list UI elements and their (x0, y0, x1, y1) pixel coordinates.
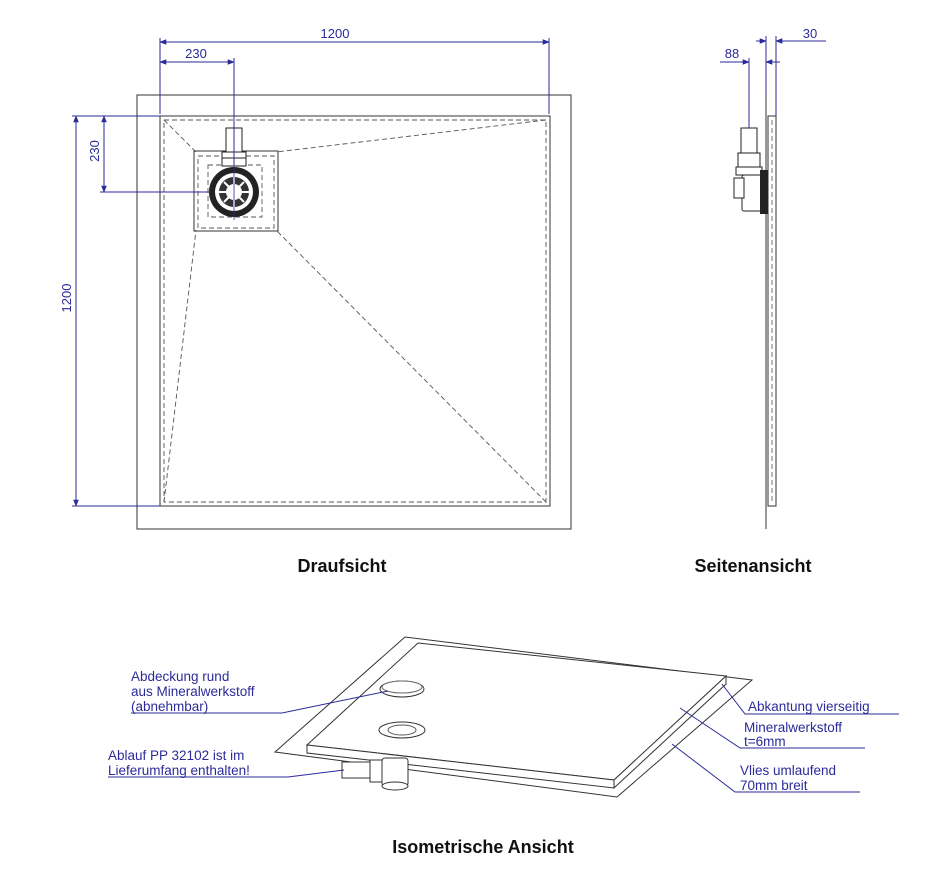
width-dimension: 1200 (321, 26, 350, 41)
drain-note-line2: Lieferumfang enthalten! (108, 763, 250, 778)
top-view (136, 94, 572, 530)
slope-line (163, 119, 197, 153)
cover-note-line1: Abdeckung rund (131, 669, 229, 684)
side-view-dimensions: 88 30 (720, 26, 826, 116)
side-thickness-dimension: 30 (803, 26, 817, 41)
fleece-note-line1: Vlies umlaufend (740, 763, 836, 778)
fleece-leader (671, 743, 860, 793)
iso-view-title: Isometrische Ansicht (392, 837, 573, 857)
drain-x-dimension: 230 (185, 46, 207, 61)
side-drain-flange (760, 170, 768, 214)
side-drain-pipe (740, 127, 758, 157)
top-view-title: Draufsicht (297, 556, 386, 576)
material-leader (679, 707, 865, 749)
cover-leader (131, 690, 389, 714)
slope-line (163, 229, 197, 503)
cover-note-line2: aus Mineralwerkstoff (131, 684, 255, 699)
slope-line (275, 119, 547, 153)
material-note-line1: Mineralwerkstoff (744, 720, 842, 735)
annotations: Abdeckung rund aus Mineralwerkstoff (abn… (108, 669, 870, 793)
iso-tray-side-edge (613, 674, 727, 790)
tray-profile (767, 115, 777, 507)
top-view-dimensions: 1200 230 1200 230 (59, 26, 550, 507)
slope-line (275, 229, 547, 503)
material-note-line2: t=6mm (744, 734, 786, 749)
fleece-outline (136, 94, 572, 530)
tray-outline (159, 115, 551, 507)
isometric-view (273, 636, 754, 798)
side-view-title: Seitenansicht (694, 556, 811, 576)
leader-lines (108, 683, 899, 793)
tray-inner-edge (163, 119, 547, 503)
height-dimension: 1200 (59, 284, 74, 313)
cover-note-line3: (abnehmbar) (131, 699, 208, 714)
fleece-note-line2: 70mm breit (740, 778, 808, 793)
edge-leader (721, 683, 899, 715)
drain-y-dimension: 230 (87, 140, 102, 162)
drain-leader (108, 769, 345, 778)
edge-note: Abkantung vierseitig (748, 699, 870, 714)
drain-note-line1: Ablauf PP 32102 ist im (108, 748, 244, 763)
iso-drain-pipe (341, 761, 375, 779)
side-depth-dimension: 88 (725, 46, 739, 61)
side-view (733, 58, 777, 529)
